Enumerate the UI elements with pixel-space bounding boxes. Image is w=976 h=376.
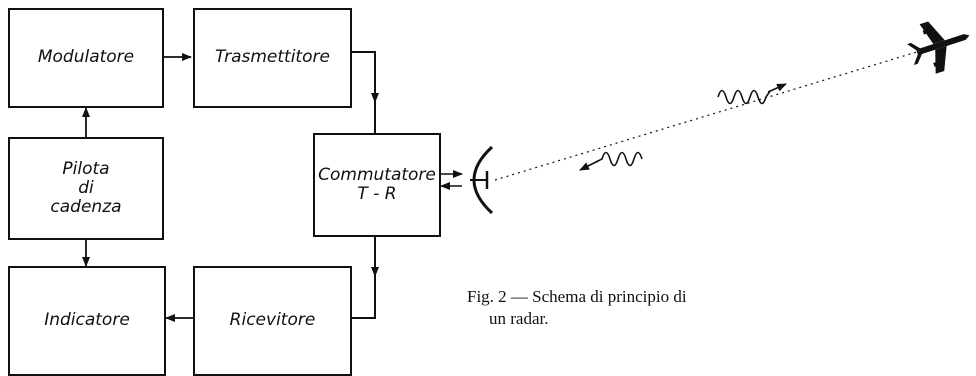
airplane-icon xyxy=(902,11,976,80)
block-trasmettitore-label: Trasmettitore xyxy=(215,48,330,67)
figure-caption-line1: Fig. 2 — Schema di principio di xyxy=(467,287,687,306)
block-trasmettitore: Trasmettitore xyxy=(193,8,352,108)
block-ricevitore-label: Ricevitore xyxy=(230,311,316,330)
block-pilota-label-line1: Pilota xyxy=(50,160,121,179)
block-commutatore-label-line1: Commutatore xyxy=(318,166,436,185)
block-indicatore: Indicatore xyxy=(8,266,166,376)
figure-caption-line2: un radar. xyxy=(467,308,897,330)
commutatore-to-ricevitore-wire xyxy=(352,237,375,318)
block-pilota-label-line3: cadenza xyxy=(50,198,121,217)
block-commutatore-label-line2: T - R xyxy=(318,185,436,204)
trasmettitore-to-commutatore-wire xyxy=(352,52,375,133)
outgoing-pulse-icon xyxy=(718,84,786,104)
block-pilota-label-line2: di xyxy=(50,179,121,198)
block-pilota-di-cadenza: Pilota di cadenza xyxy=(8,137,164,240)
block-modulatore: Modulatore xyxy=(8,8,164,108)
block-indicatore-label: Indicatore xyxy=(44,311,130,330)
radar-beam-path xyxy=(495,48,930,180)
block-ricevitore: Ricevitore xyxy=(193,266,352,376)
echo-pulse-icon xyxy=(580,153,642,171)
figure-caption: Fig. 2 — Schema di principio di un radar… xyxy=(467,286,897,330)
antenna-dish-icon xyxy=(470,147,492,213)
block-commutatore-t-r: Commutatore T - R xyxy=(313,133,441,237)
block-modulatore-label: Modulatore xyxy=(38,48,134,67)
radar-block-diagram: Modulatore Trasmettitore Pilota di caden… xyxy=(0,0,976,365)
